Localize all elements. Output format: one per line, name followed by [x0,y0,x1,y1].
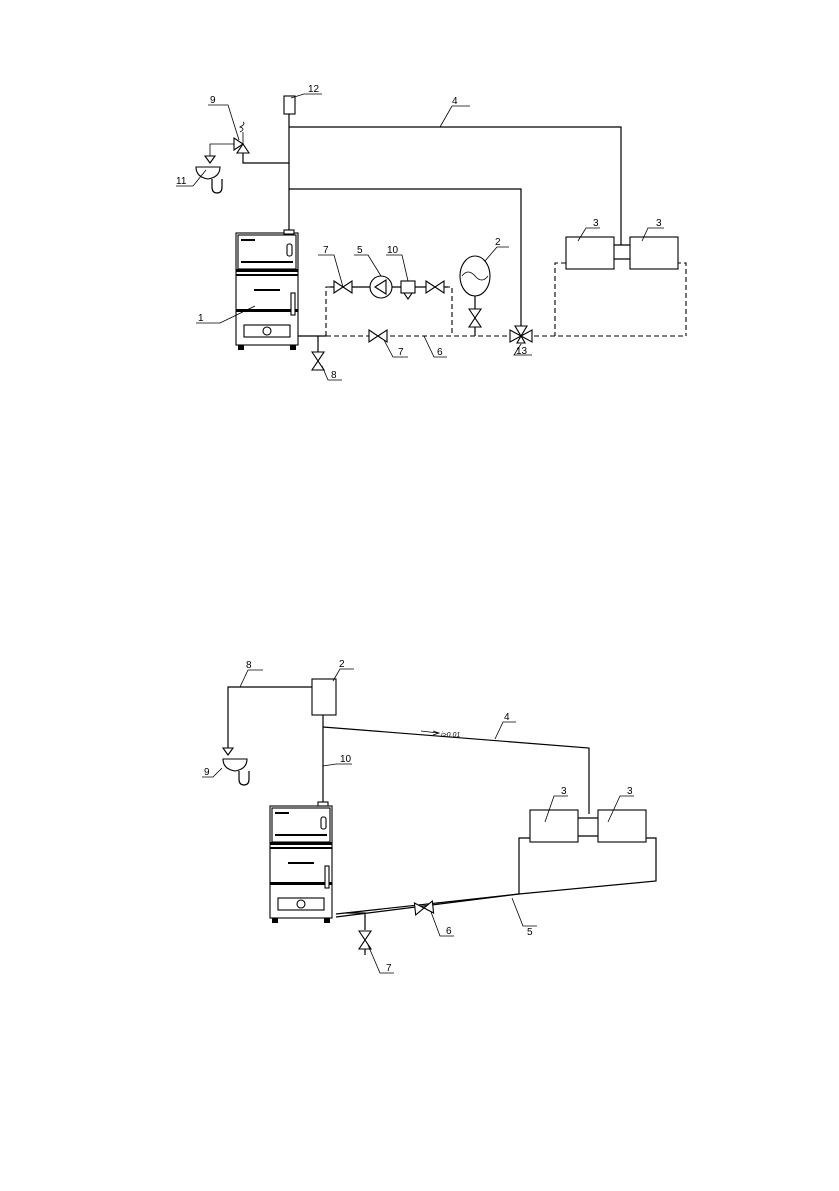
radiator-a [565,236,615,270]
expansion-tank [459,255,491,336]
label-overflow-pipe: 8 [246,660,252,671]
air-vent [283,95,296,115]
label-valve-2: 6 [446,926,452,937]
label-riser: 10 [340,754,352,765]
label-mixing-valve: 13 [516,346,528,357]
boiler-2 [269,805,333,924]
slope-note: i>0.01 [441,732,460,739]
label-radiator-2a: 3 [561,786,567,797]
safety-valve [233,121,251,154]
label-radiator-a: 3 [593,218,599,229]
label-radiator-2b: 3 [627,786,633,797]
radiator-b [629,236,679,270]
label-drain-valve-2: 7 [386,963,392,974]
radiator-2a [529,809,579,843]
boiler [235,232,299,351]
diagram-2: i>0.01 8 2 9 10 4 3 3 5 6 7 [202,659,657,974]
label-radiator-b: 3 [656,218,662,229]
diagram-1: 12 9 11 4 1 7 5 10 2 3 3 7 6 8 13 [176,84,687,381]
label-supply-pipe: 4 [452,96,458,107]
label-return-pipe: 6 [437,347,443,358]
label-drain-valve: 8 [331,370,337,381]
mixing-valve [509,325,533,344]
radiator-2b [597,809,647,843]
label-expansion-tank: 2 [495,237,501,248]
label-valve-top: 7 [323,245,329,256]
label-safety-valve: 9 [210,95,216,106]
label-pump: 5 [357,245,363,256]
pump [369,275,393,299]
label-return-pipe-2: 5 [527,927,533,938]
filter [400,280,416,300]
funnel-2 [222,758,250,786]
label-boiler: 1 [198,313,204,324]
label-funnel: 11 [176,176,187,187]
valve-6 [413,900,435,916]
valve-after-filter [425,280,445,294]
label-funnel-2: 9 [204,767,210,778]
tank [311,678,337,716]
label-supply-pipe-2: 4 [504,712,510,723]
drain-valve-2 [358,930,372,950]
label-tank: 2 [339,659,345,670]
label-air-vent: 12 [308,84,320,95]
label-filter: 10 [387,245,399,256]
funnel [195,166,223,194]
label-valve-bypass: 7 [398,347,404,358]
